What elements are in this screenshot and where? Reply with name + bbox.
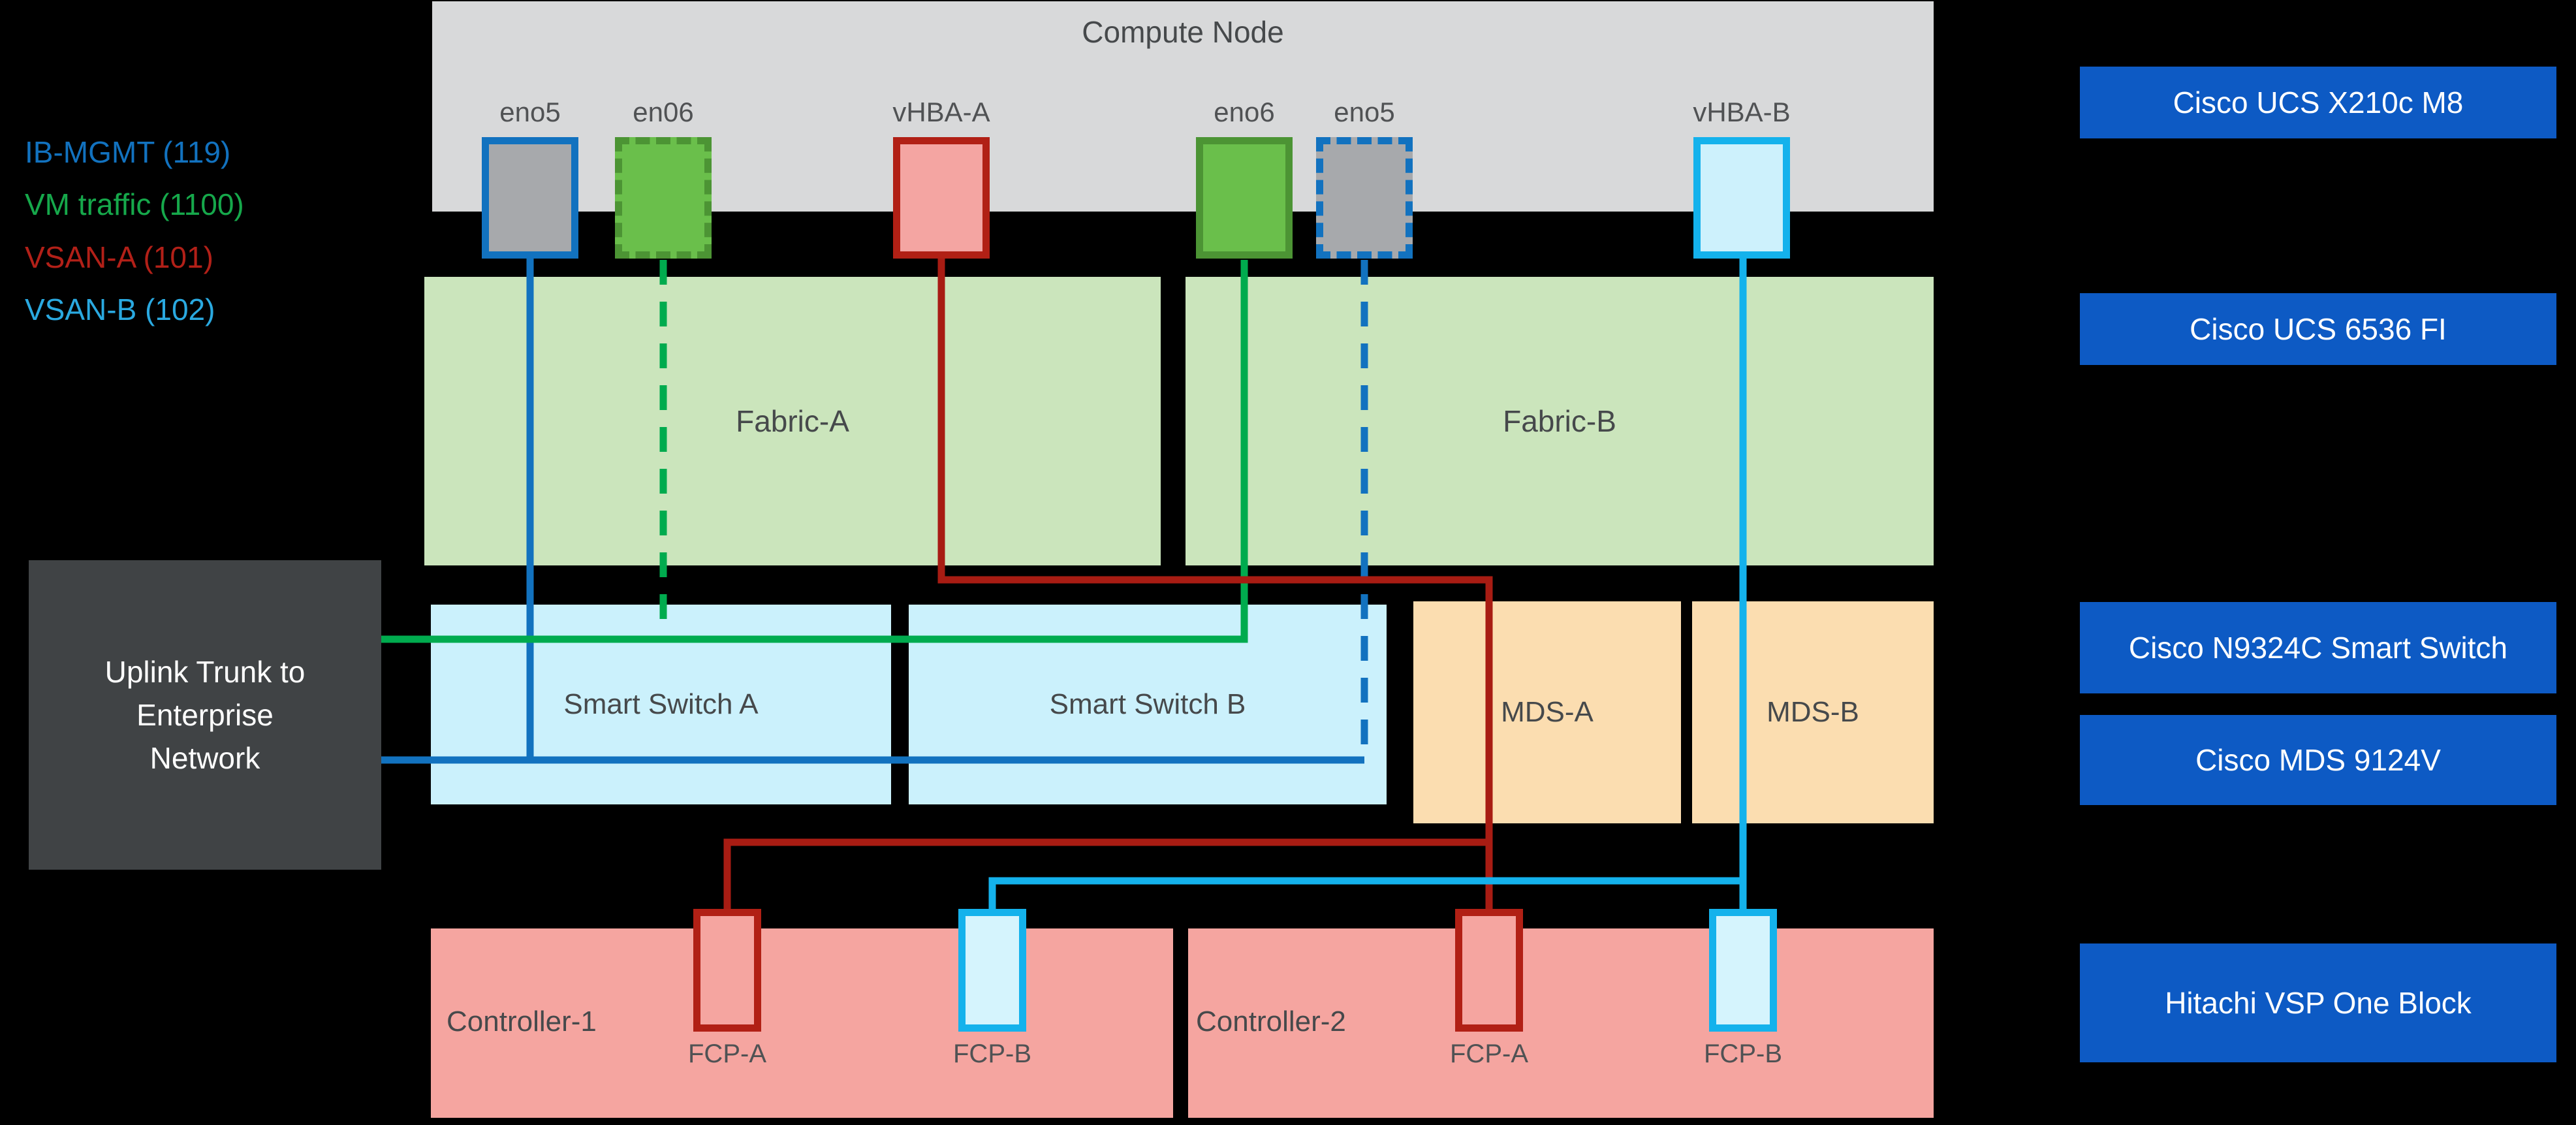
mds-a-box: MDS-A (1413, 601, 1681, 823)
callout-mds-9124v-label: Cisco MDS 9124V (2195, 743, 2441, 777)
nic-port-en06 (615, 137, 712, 259)
controller-1-fcp-a-label: FCP-A (688, 1039, 766, 1068)
nic-label-en06: en06 (633, 97, 694, 127)
uplink-line-1: Uplink Trunk to (104, 655, 306, 689)
nic-label-eno5-b: eno5 (1334, 97, 1395, 127)
legend-vsan-a: VSAN-A (101) (25, 240, 213, 274)
controller-2-fcp-b-port (1709, 909, 1777, 1032)
controller-1-fcp-b-label: FCP-B (953, 1039, 1031, 1068)
wire-vsan-a-controller1-branch (723, 838, 1489, 909)
callout-ucs-x210c-label: Cisco UCS X210c M8 (2173, 86, 2464, 119)
compute-node-title: Compute Node (1082, 15, 1284, 49)
uplink-trunk-box: Uplink Trunk to Enterprise Network (29, 560, 381, 870)
fabric-a-label: Fabric-A (736, 404, 849, 438)
callout-mds-9124v: Cisco MDS 9124V (2080, 715, 2556, 805)
callout-ucs-6536-fi-label: Cisco UCS 6536 FI (2190, 312, 2447, 346)
legend-ib-mgmt: IB-MGMT (119) (25, 135, 231, 169)
controller-2-fcp-a-label: FCP-A (1450, 1039, 1528, 1068)
controller-2-fcp-b-label: FCP-B (1704, 1039, 1782, 1068)
smart-switch-b-label: Smart Switch B (1049, 688, 1246, 720)
controller-1-fcp-b-port (958, 909, 1026, 1032)
mds-b-label: MDS-B (1767, 696, 1859, 728)
callout-n9324c: Cisco N9324C Smart Switch (2080, 602, 2556, 693)
callout-hitachi-vsp-label: Hitachi VSP One Block (2165, 986, 2472, 1020)
nic-port-eno5-a (482, 137, 578, 259)
controller-1-fcp-a-port (693, 909, 761, 1032)
callout-ucs-x210c: Cisco UCS X210c M8 (2080, 67, 2556, 138)
controller-2-label: Controller-2 (1196, 1006, 1346, 1038)
controller-2-fcp-a-port (1455, 909, 1523, 1032)
fabric-b-label: Fabric-B (1503, 404, 1616, 438)
controller-1-box (431, 928, 1173, 1118)
nic-label-vhba-b: vHBA-B (1693, 97, 1791, 127)
legend-vm-traffic: VM traffic (1100) (25, 187, 244, 221)
wire-vsan-b-controller1-branch (988, 877, 1743, 909)
controller-1-label: Controller-1 (447, 1006, 597, 1038)
uplink-line-2: Enterprise (136, 698, 274, 732)
nic-port-eno6 (1196, 137, 1293, 259)
legend-vsan-b: VSAN-B (102) (25, 293, 215, 326)
callout-ucs-6536-fi: Cisco UCS 6536 FI (2080, 293, 2556, 365)
fabric-a-box: Fabric-A (424, 277, 1161, 565)
nic-label-eno5-a: eno5 (499, 97, 561, 127)
uplink-line-3: Network (149, 741, 260, 775)
callout-hitachi-vsp: Hitachi VSP One Block (2080, 943, 2556, 1062)
smart-switch-a-label: Smart Switch A (563, 688, 759, 720)
smart-switch-b-box: Smart Switch B (909, 605, 1387, 804)
mds-b-box: MDS-B (1692, 601, 1934, 823)
nic-port-vhba-b (1693, 137, 1790, 259)
nic-port-vhba-a (893, 137, 990, 259)
controller-2-box (1188, 928, 1934, 1118)
smart-switch-a-box: Smart Switch A (431, 605, 891, 804)
nic-label-eno6: eno6 (1214, 97, 1275, 127)
nic-port-eno5-b (1316, 137, 1413, 259)
mds-a-label: MDS-A (1501, 696, 1594, 728)
callout-n9324c-label: Cisco N9324C Smart Switch (2128, 631, 2508, 665)
nic-label-vhba-a: vHBA-A (892, 97, 990, 127)
fabric-b-box: Fabric-B (1186, 277, 1934, 565)
